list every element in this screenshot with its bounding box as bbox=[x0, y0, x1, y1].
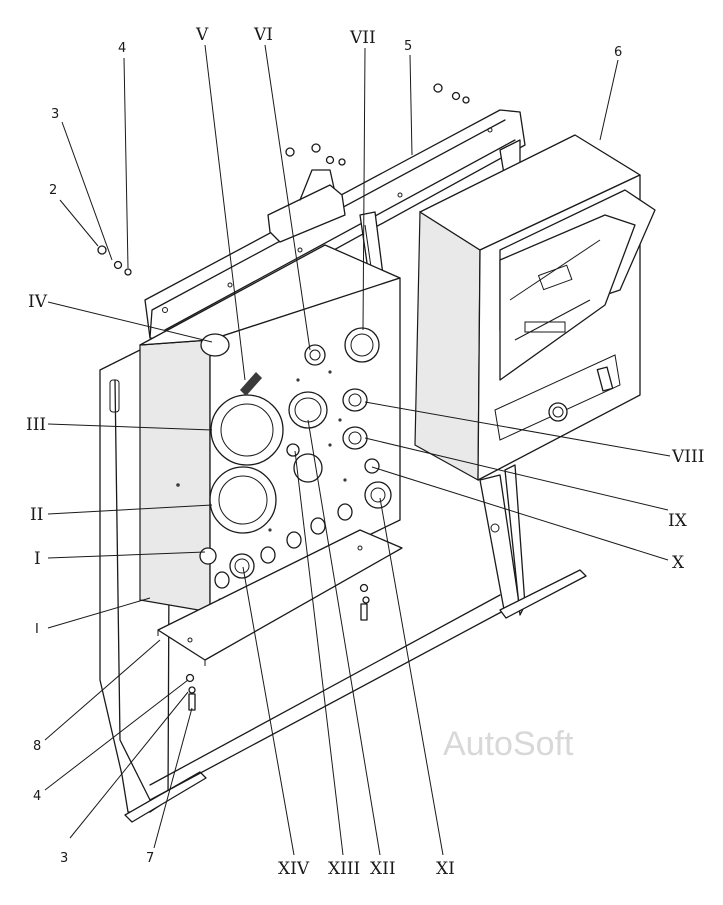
leader-lines bbox=[44, 44, 671, 856]
mounting-plate bbox=[157, 529, 403, 666]
control-panel-box bbox=[139, 244, 401, 613]
callout-V: V bbox=[195, 25, 209, 45]
callout-3-bottom: 3 bbox=[60, 851, 68, 866]
callout-IX: IX bbox=[668, 511, 688, 531]
callout-XIV: XIV bbox=[278, 859, 310, 879]
callout-labels: 2 3 4 5 6 I 8 4 3 7 V VI VII IV III II I… bbox=[26, 25, 704, 879]
callout-VIII: VIII bbox=[671, 447, 704, 467]
callout-IV: IV bbox=[28, 292, 48, 312]
callout-XI: XI bbox=[436, 859, 455, 879]
callout-XII: XII bbox=[370, 859, 396, 879]
watermark-text: AutoSoft bbox=[443, 725, 574, 763]
callout-VI: VI bbox=[253, 25, 273, 45]
callout-7: 7 bbox=[146, 851, 154, 866]
callout-XIII: XIII bbox=[328, 859, 360, 879]
callout-1: I bbox=[35, 622, 39, 637]
callout-8: 8 bbox=[33, 739, 41, 754]
callout-III: III bbox=[26, 415, 46, 435]
indicator-unit bbox=[414, 134, 656, 619]
callout-VII: VII bbox=[349, 28, 376, 48]
callout-I: I bbox=[34, 549, 41, 569]
callout-3-top: 3 bbox=[51, 107, 59, 122]
rear-frame bbox=[144, 109, 526, 341]
callout-II: II bbox=[30, 505, 43, 525]
hardware bbox=[97, 83, 470, 711]
callout-6: 6 bbox=[614, 45, 622, 60]
callout-4-top: 4 bbox=[118, 41, 126, 56]
callout-X: X bbox=[672, 553, 685, 573]
callout-5: 5 bbox=[404, 39, 412, 54]
callout-2: 2 bbox=[49, 183, 57, 198]
callout-4-bottom: 4 bbox=[33, 789, 41, 804]
